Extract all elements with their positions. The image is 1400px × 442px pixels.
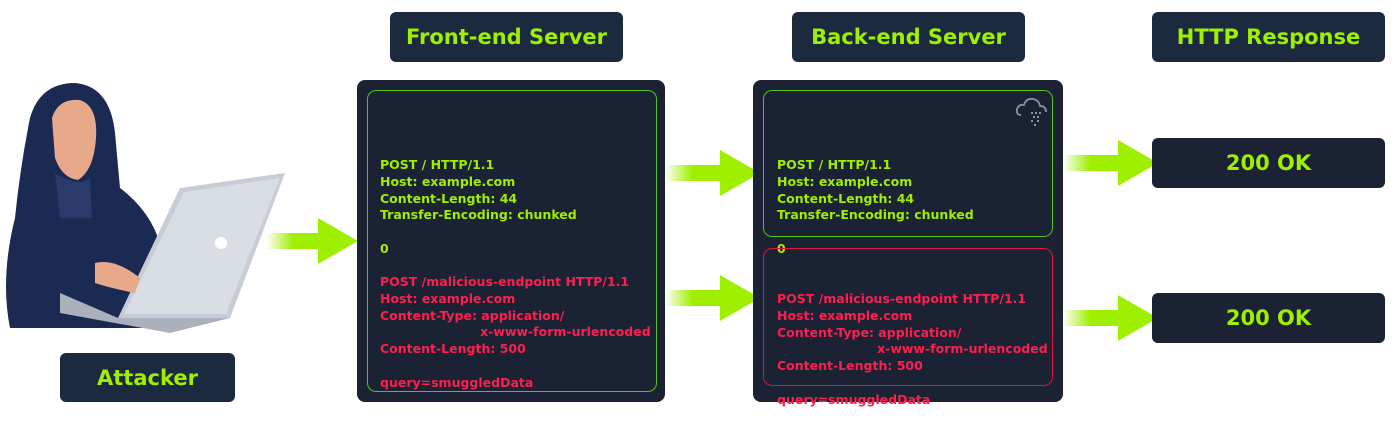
code-line: Transfer-Encoding: chunked [380, 207, 577, 223]
code-line: Content-Length: 44 [380, 190, 518, 206]
code-line: POST / HTTP/1.1 [777, 157, 892, 173]
back-end-legit-box [763, 90, 1053, 237]
arrow-right-icon [266, 218, 358, 264]
code-line: Content-Length: 500 [777, 358, 923, 374]
code-line: x-www-form-urlencoded [380, 324, 651, 340]
arrow-right-icon [1063, 140, 1158, 186]
code-line [380, 224, 577, 241]
front-end-server-label: Front-end Server [390, 12, 623, 62]
code-line [380, 358, 651, 375]
code-line: Host: example.com [380, 174, 516, 190]
front-end-request-box [367, 90, 657, 392]
code-line: query=smuggledData [777, 391, 931, 407]
code-line: Content-Length: 500 [380, 341, 526, 357]
response-status-1: 200 OK [1152, 138, 1385, 188]
code-line: x-www-form-urlencoded [777, 341, 1048, 357]
arrow-right-icon [665, 150, 760, 196]
code-line: Host: example.com [777, 174, 913, 190]
response-status-2: 200 OK [1152, 293, 1385, 343]
code-line [777, 375, 1048, 392]
code-line: POST /malicious-endpoint HTTP/1.1 [777, 291, 1027, 307]
cloud-data-icon [1015, 97, 1047, 126]
code-line: POST /malicious-endpoint HTTP/1.1 [380, 274, 630, 290]
code-line: Content-Type: application/ [777, 324, 962, 340]
code-line: Host: example.com [777, 308, 913, 324]
back-end-smuggled-box [763, 248, 1053, 386]
code-line: 0 [380, 240, 389, 256]
arrow-right-icon [665, 275, 760, 321]
back-end-server-label: Back-end Server [792, 12, 1025, 62]
code-line: query=smuggledData [380, 374, 534, 390]
code-line: Transfer-Encoding: chunked [777, 207, 974, 223]
arrow-right-icon [1063, 295, 1158, 341]
code-line: Content-Type: application/ [380, 307, 565, 323]
code-line: POST / HTTP/1.1 [380, 157, 495, 173]
code-line: Host: example.com [380, 291, 516, 307]
attacker-illustration [6, 83, 285, 333]
code-line: Content-Length: 44 [777, 190, 915, 206]
attacker-label: Attacker [60, 353, 235, 402]
code-line [777, 224, 974, 241]
http-response-label: HTTP Response [1152, 12, 1385, 62]
